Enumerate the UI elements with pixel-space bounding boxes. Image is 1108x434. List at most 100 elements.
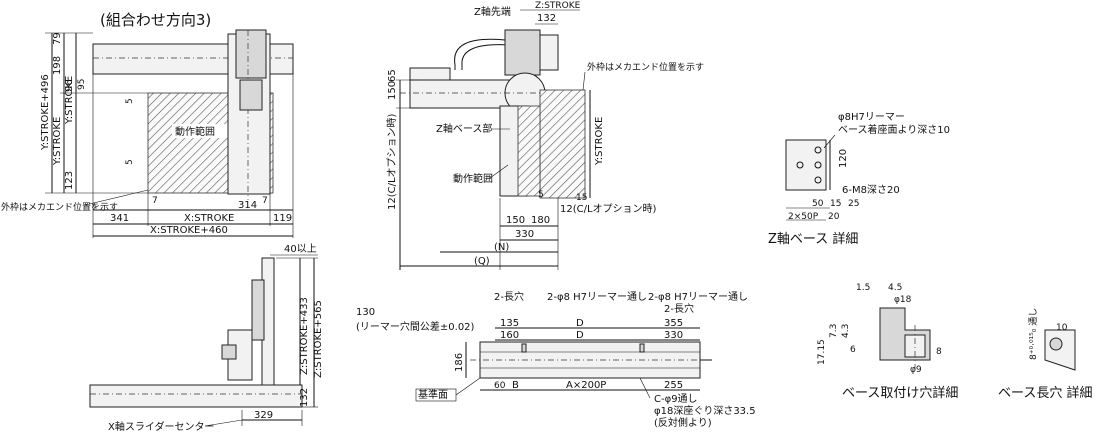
combo-direction-title: (組合わせ方向3) [100, 11, 211, 29]
y-stroke-dim: Y:STROKE [52, 117, 63, 166]
slot-10: 10 [1056, 323, 1068, 333]
motion-range-label: 動作範囲 [175, 125, 215, 138]
dim-7-left: 7 [152, 196, 158, 206]
cl-option-left: 12(C/Lオプション時) [386, 113, 398, 210]
z-base-reamer: φ8H7リーマー [838, 112, 905, 123]
mount-4-3: 4.3 [841, 324, 851, 338]
top-right-view: Z軸先端 Z:STROKE 132 外枠はメカエンド位置を示す 150 65 1… [386, 1, 704, 270]
dim-5-top: 5 [125, 98, 135, 104]
dim-79: 79 [52, 32, 63, 45]
dim-119: 119 [273, 213, 292, 224]
reamer-right: 2-φ8 H7リーマー通し [648, 291, 748, 303]
slot-profile [1044, 329, 1076, 371]
base-view: 130 (リーマー穴間公差±0.02) 2-長穴 2-φ8 H7リーマー通し 2… [356, 290, 756, 429]
z-base-20: 20 [828, 212, 840, 222]
reamer-left: 2-φ8 H7リーマー通し [547, 291, 647, 303]
y-slider [235, 29, 267, 79]
dim-40: 40以上 [284, 243, 317, 255]
dim-5-bottom: 5 [125, 159, 135, 165]
x-slider-center: X軸スライダーセンター [108, 420, 214, 433]
outer-frame-note-right: 外枠はメカエンド位置を示す [587, 61, 704, 73]
dim-132-top: 132 [537, 13, 556, 24]
dim-329: 329 [254, 410, 273, 421]
z-base-label: Z軸ベース部 [436, 122, 492, 135]
dim-96: 96 [64, 79, 75, 92]
dim-255: 255 [664, 380, 683, 391]
z-stroke-label: Z:STROKE [535, 1, 581, 11]
dim-B: B [512, 380, 519, 391]
mount-phi18: φ18 [894, 295, 912, 305]
z-base-depth: ベース着座面より深さ10 [838, 123, 950, 136]
z-base-block [785, 139, 827, 191]
mount-17-15: 17.15 [817, 339, 827, 365]
dim-330: 330 [515, 229, 534, 240]
reamer-tolerance: (リーマー穴間公差±0.02) [356, 320, 475, 333]
dim-D2: D [576, 330, 584, 341]
dim-150: 150 [387, 81, 398, 100]
dim-186: 186 [454, 353, 465, 372]
dim-330-base: 330 [664, 330, 683, 341]
long-hole-left: 2-長穴 [494, 290, 524, 303]
dim-D1: D [576, 318, 584, 329]
dim-130: 130 [356, 307, 375, 318]
dim-198: 198 [52, 56, 63, 75]
y-stroke-total-dim: Y:STROKE+496 [40, 74, 51, 151]
motion-range-right [539, 89, 586, 199]
z-base-detail: φ8H7リーマー ベース着座面より深さ10 120 6-M8深さ20 50 15… [768, 112, 950, 247]
dim-15-right: 15 [576, 193, 587, 203]
dim-123: 123 [64, 171, 75, 190]
mount-title: ベース取付け穴詳細 [842, 385, 958, 401]
mount-6: 6 [850, 345, 856, 355]
dim-132-side: 132 [299, 388, 310, 407]
y-stroke-dim-2: Y:STROKE [64, 76, 75, 125]
mount-8: 8 [936, 347, 942, 357]
dim-314: 314 [238, 200, 257, 211]
dim-150-bottom: 150 [506, 215, 525, 226]
opposite-side: (反対側より) [654, 416, 712, 429]
mount-1-5: 1.5 [856, 283, 870, 293]
outer-frame-note: 外枠はメカエンド位置を示す [1, 201, 118, 213]
z-head [504, 29, 541, 76]
z-base-50: 50 [812, 199, 824, 209]
y-stroke-right: Y:STROKE [594, 117, 605, 166]
dim-7-right: 7 [262, 196, 268, 206]
mount-hole-detail: 1.5 4.5 φ18 7.3 4.3 17.15 6 8 φ9 ベース取付け穴… [817, 283, 958, 401]
dim-160: 160 [500, 330, 519, 341]
z-stroke-565: Z:STROKE+565 [313, 300, 324, 378]
mount-7-3: 7.3 [829, 324, 839, 338]
z-base-15: 15 [830, 199, 841, 209]
counterbore: φ18深座ぐり深さ33.5 [654, 404, 756, 417]
dim-135: 135 [500, 318, 519, 329]
dim-a200p: A×200P [566, 380, 606, 391]
dim-341: 341 [110, 213, 129, 224]
motion-range-right-label: 動作範囲 [453, 172, 493, 185]
z-base-title: Z軸ベース 詳細 [768, 231, 858, 247]
top-left-view: (組合わせ方向3) 動作範囲 Y:STROKE+496 Y:STROKE Y:S… [1, 11, 294, 238]
dim-65: 65 [387, 69, 398, 82]
c-hole: C-φ9通し [654, 393, 698, 405]
mount-phi9: φ9 [910, 365, 922, 375]
x-axis-base [89, 384, 303, 408]
cl-option-bottom: 12(C/Lオプション時) [560, 203, 657, 215]
dim-180: 180 [531, 215, 550, 226]
q-dim: (Q) [474, 256, 490, 267]
z-base-120: 120 [838, 149, 849, 168]
slot-title: ベース長穴 詳細 [998, 385, 1092, 401]
z-base-m8: 6-M8深さ20 [842, 184, 900, 196]
dim-60: 60 [494, 381, 506, 391]
mount-4-5: 4.5 [888, 283, 902, 293]
z-stroke-433: Z:STROKE+433 [299, 297, 310, 375]
slot-detail: 10 8⁺⁰·⁰¹⁵₀ 通し ベース長穴 詳細 [998, 308, 1092, 401]
dim-355: 355 [664, 318, 683, 329]
datum-label: 基準面 [418, 388, 448, 401]
z-tip-label: Z軸先端 [474, 5, 511, 18]
n-dim: (N) [494, 242, 509, 253]
long-hole-right: 2-長穴 [664, 302, 694, 315]
x-stroke-dim: X:STROKE [184, 213, 234, 224]
dim-95: 95 [77, 79, 87, 90]
dim-5-right: 5 [538, 190, 544, 200]
x-stroke-total-dim: X:STROKE+460 [150, 225, 228, 236]
z-base-pitch: 2×50P [788, 212, 819, 222]
side-view: 40以上 Z:STROKE+433 Z:STROKE+565 132 329 X… [89, 243, 324, 433]
